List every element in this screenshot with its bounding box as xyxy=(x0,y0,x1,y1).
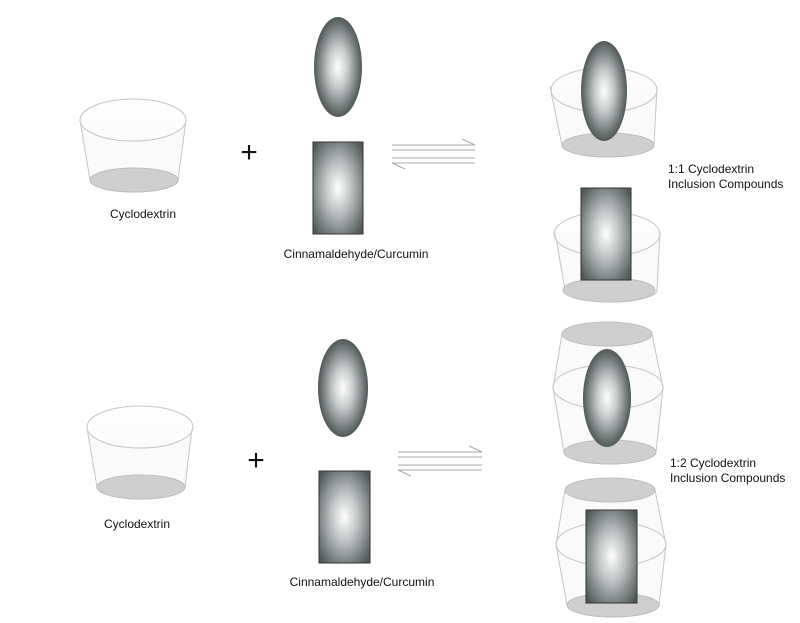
guest-rectangle-molecule xyxy=(312,141,364,235)
guest-label: Cinnamaldehyde/Curcumin xyxy=(284,247,429,261)
inclusion-complex-ellipse xyxy=(549,41,658,158)
product-label-1-2-line2: Inclusion Compounds xyxy=(670,471,785,485)
inclusion-complex-rectangle xyxy=(553,187,661,303)
cyclodextrin-cup xyxy=(79,98,187,193)
cyclodextrin-label: Cyclodextrin xyxy=(110,207,176,221)
equilibrium-arrows xyxy=(397,445,483,477)
plus-sign: + xyxy=(240,136,258,169)
guest-rectangle-molecule xyxy=(318,470,371,564)
inclusion-complex-2to1-rectangle xyxy=(555,477,667,618)
guest-ellipse-molecule xyxy=(314,17,362,117)
inclusion-complex-2to1-ellipse xyxy=(552,321,664,465)
equilibrium-arrows xyxy=(391,138,476,170)
product-label-1-1-line2: Inclusion Compounds xyxy=(668,177,783,191)
cyclodextrin-cup xyxy=(86,405,194,500)
guest-ellipse-molecule xyxy=(318,339,368,437)
product-label-1-2-line1: 1:2 Cyclodextrin xyxy=(670,456,756,470)
guest-label: Cinnamaldehyde/Curcumin xyxy=(290,575,435,589)
cyclodextrin-label: Cyclodextrin xyxy=(104,517,170,531)
product-label-1-1-line1: 1:1 Cyclodextrin xyxy=(668,162,754,176)
plus-sign: + xyxy=(247,444,265,477)
